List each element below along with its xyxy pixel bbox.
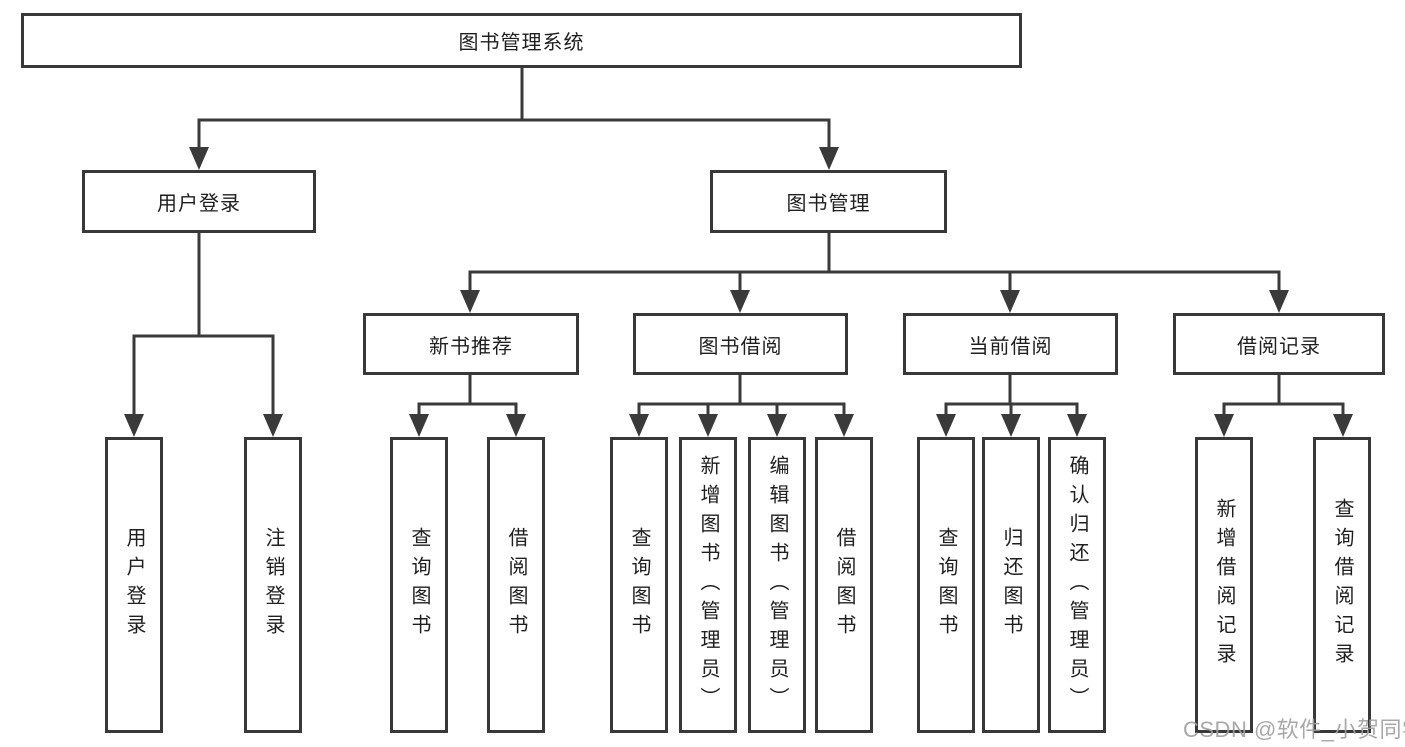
node-borrow-records: 借阅记录 xyxy=(1173,313,1385,375)
leaf-newbooks-query: 查询图书 xyxy=(390,437,448,733)
connector-userlogin-to-leaves xyxy=(124,231,283,437)
leaf-borrow-edit-admin-label: 编辑图书（管理员） xyxy=(766,454,788,716)
connector-current-to-leaves xyxy=(936,373,1087,437)
leaf-user-login: 用户登录 xyxy=(105,437,163,733)
connector-root-to-level2 xyxy=(189,66,839,170)
node-root: 图书管理系统 xyxy=(21,13,1022,68)
leaf-borrow-book-label: 借阅图书 xyxy=(833,527,855,643)
leaf-borrow-query-label: 查询图书 xyxy=(628,527,650,643)
leaf-borrow-add-admin: 新增图书（管理员） xyxy=(679,437,737,733)
node-current-borrow: 当前借阅 xyxy=(903,313,1118,375)
leaf-borrow-query: 查询图书 xyxy=(610,437,668,733)
leaf-borrow-add-admin-label: 新增图书（管理员） xyxy=(697,454,719,716)
leaf-current-return: 归还图书 xyxy=(982,437,1040,733)
leaf-current-return-label: 归还图书 xyxy=(1000,527,1022,643)
node-user-login-label: 用户登录 xyxy=(157,193,241,215)
connector-newbooks-to-leaves xyxy=(409,373,526,437)
leaf-user-login-label: 用户登录 xyxy=(123,527,145,643)
leaf-borrow-edit-admin: 编辑图书（管理员） xyxy=(748,437,806,733)
leaf-records-add-label: 新增借阅记录 xyxy=(1213,498,1235,672)
leaf-current-confirm-admin: 确认归还（管理员） xyxy=(1048,437,1106,733)
leaf-logout: 注销登录 xyxy=(244,437,302,733)
leaf-newbooks-borrow-label: 借阅图书 xyxy=(505,527,527,643)
connector-records-to-leaves xyxy=(1214,373,1353,437)
leaf-newbooks-query-label: 查询图书 xyxy=(408,527,430,643)
leaf-borrow-book: 借阅图书 xyxy=(815,437,873,733)
csdn-watermark: CSDN @软件_小贺同学 xyxy=(1183,717,1405,742)
connector-borrow-to-leaves xyxy=(629,373,854,437)
leaf-records-query-label: 查询借阅记录 xyxy=(1331,498,1353,672)
leaf-logout-label: 注销登录 xyxy=(262,527,284,643)
node-root-label: 图书管理系统 xyxy=(458,32,585,54)
leaf-records-query: 查询借阅记录 xyxy=(1313,437,1371,733)
connector-bookmgmt-to-level3 xyxy=(460,231,1289,313)
node-book-borrow: 图书借阅 xyxy=(633,313,848,375)
leaf-records-add: 新增借阅记录 xyxy=(1195,437,1253,733)
node-book-management-label: 图书管理 xyxy=(786,193,871,215)
node-borrow-records-label: 借阅记录 xyxy=(1237,335,1321,358)
node-user-login: 用户登录 xyxy=(82,170,316,233)
leaf-newbooks-borrow: 借阅图书 xyxy=(487,437,545,733)
leaf-current-confirm-admin-label: 确认归还（管理员） xyxy=(1066,454,1088,716)
node-book-management: 图书管理 xyxy=(710,170,947,233)
node-book-borrow-label: 图书借阅 xyxy=(698,335,783,358)
node-new-book-recommend-label: 新书推荐 xyxy=(429,335,513,358)
leaf-current-query-label: 查询图书 xyxy=(935,527,957,643)
node-new-book-recommend: 新书推荐 xyxy=(363,313,579,375)
node-current-borrow-label: 当前借阅 xyxy=(968,335,1053,358)
leaf-current-query: 查询图书 xyxy=(917,437,975,733)
